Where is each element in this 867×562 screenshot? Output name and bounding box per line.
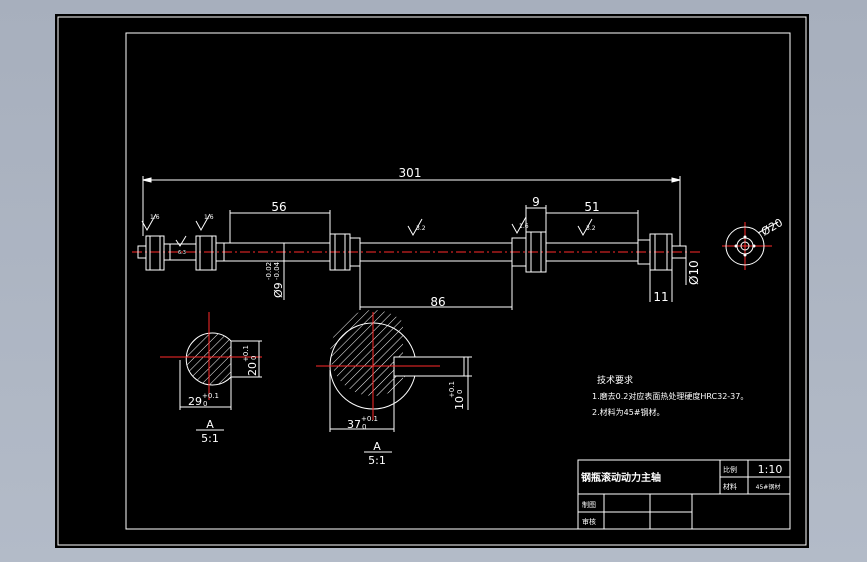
section-large-width-tol-upper: +0.1 [361,415,378,423]
title-drawn-label: 制图 [582,500,596,509]
dim-dia9-tol-lower: -0.04 [273,261,281,280]
section-large-scale: 5:1 [368,454,386,467]
dim-11 [649,270,673,302]
dim-dia10-text: Ø10 [687,260,701,285]
outer-frame [57,16,807,546]
section-small [160,312,262,431]
title-part-name: 钢瓶滚动动力主轴 [581,471,661,484]
roughness-r1: 1.6 [150,214,160,221]
section-small-scale: 5:1 [201,432,219,445]
section-small-height-tol-lower: 0 [250,356,258,360]
roughness-r5: 3.2 [586,225,596,232]
tech-req-title: 技术要求 [597,374,633,386]
title-material-value: 45#钢材 [756,483,781,491]
title-checked-label: 审核 [582,517,596,526]
dim-56-text: 56 [271,200,286,214]
section-large-width-tol-lower: 0 [362,423,366,431]
title-ratio-value: 1:10 [758,463,783,476]
dim-301 [142,176,681,246]
dim-56 [229,210,331,243]
title-material-label: 材料 [723,482,737,491]
section-large-height-tol-upper: +0.1 [448,381,456,398]
section-small-width: 29 [188,395,202,408]
dim-51-text: 51 [584,200,599,214]
roughness-r2: 1.6 [204,214,214,221]
section-small-height-tol-upper: +0.1 [242,345,250,362]
dim-86 [359,261,513,310]
roughness-symbols [141,213,593,247]
tech-req-line2: 2.材料为45#钢材。 [592,407,665,417]
shaft-view [132,231,700,273]
dim-dia9-tol-upper: -0.02 [265,262,273,280]
section-small-width-tol-upper: +0.1 [202,392,219,400]
section-large-view-label: A [373,440,381,453]
dim-51 [545,210,639,240]
dim-86-text: 86 [430,295,445,309]
section-large [316,309,472,453]
section-large-height: 10 [453,396,466,410]
paper-sheet [55,14,809,548]
section-large-height-tol-lower: 0 [456,390,464,394]
tech-req-line1: 1.磨去0.2对应表面热处理硬度HRC32-37。 [592,391,748,401]
end-view [722,221,779,270]
section-small-width-tol-lower: 0 [203,400,207,408]
roughness-r3: 3.2 [416,225,426,232]
roughness-r6: 6.3 [178,250,186,256]
inner-frame [125,32,791,530]
section-large-width: 37 [347,418,361,431]
title-ratio-label: 比例 [723,465,737,474]
dim-11-text: 11 [653,290,668,304]
dim-9-text: 9 [532,195,540,209]
roughness-r4: 1.6 [519,223,529,230]
dim-301-text: 301 [399,166,422,180]
title-block [577,459,791,530]
section-small-view-label: A [206,418,214,431]
dim-dia9-text: Ø9 [272,282,285,298]
section-small-height: 20 [246,362,259,376]
